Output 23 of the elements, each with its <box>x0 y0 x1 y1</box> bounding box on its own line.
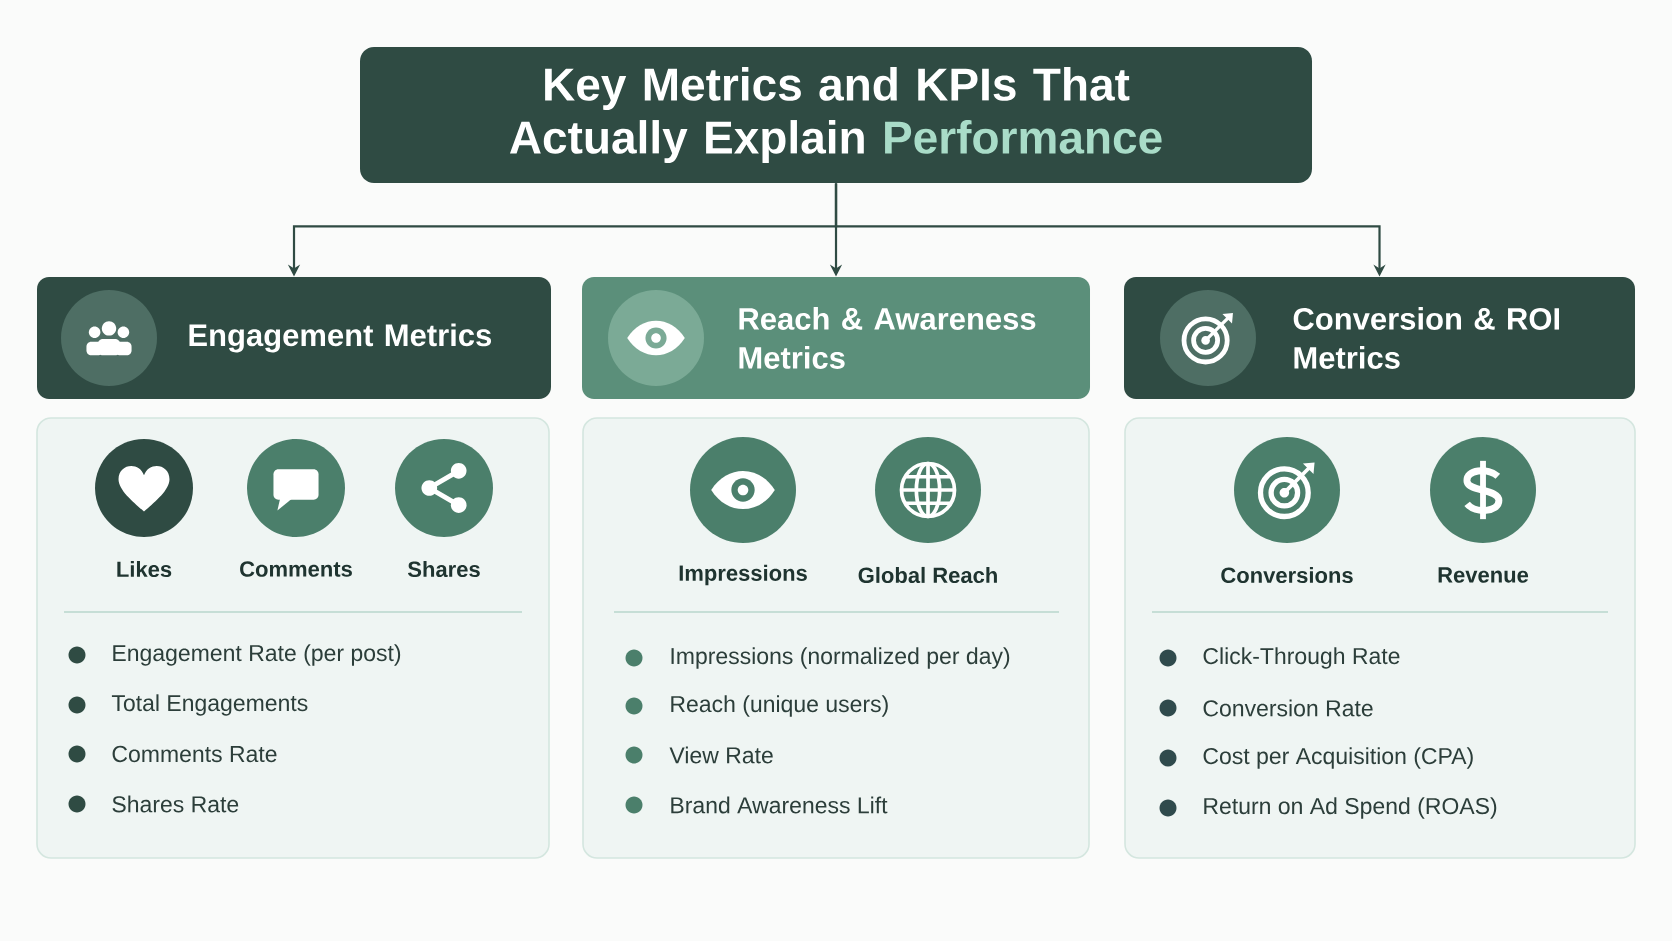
icon-label: Global Reach <box>858 566 997 584</box>
bullet-item: Return on Ad Spend (ROAS) <box>1159 797 1497 819</box>
bullet-item: Engagement Rate (per post) <box>68 644 401 666</box>
bullet-item: Conversion Rate <box>1159 699 1373 717</box>
bullet-item: Impressions (normalized per day) <box>625 647 1010 669</box>
header-title: Conversion & ROI Metrics <box>1293 307 1559 369</box>
header-title: Reach & Awareness Metrics <box>739 307 1036 369</box>
icon-label: Likes <box>117 560 172 578</box>
icon-label: Comments <box>240 561 352 577</box>
bullet-item: View Rate <box>625 746 773 764</box>
bullet-item: Shares Rate <box>68 795 239 813</box>
bullet-item: Total Engagements <box>68 694 308 716</box>
icon-label: Conversions <box>1221 566 1353 584</box>
bullet-item: Comments Rate <box>68 745 277 763</box>
title-box: Key Metrics and KPIs That Actually Explain Performance <box>360 47 1312 183</box>
icon-label: Revenue <box>1438 567 1529 583</box>
bullet-item: Click-Through Rate <box>1159 647 1400 669</box>
icon-label: Impressions <box>679 564 807 586</box>
header-title: Engagement Metrics <box>189 323 491 353</box>
bullet-item: Reach (unique users) <box>625 695 888 717</box>
bullet-item: Brand Awareness Lift <box>625 796 888 814</box>
icon-label: Shares <box>407 560 480 578</box>
bullet-item: Cost per Acquisition (CPA) <box>1159 747 1473 769</box>
